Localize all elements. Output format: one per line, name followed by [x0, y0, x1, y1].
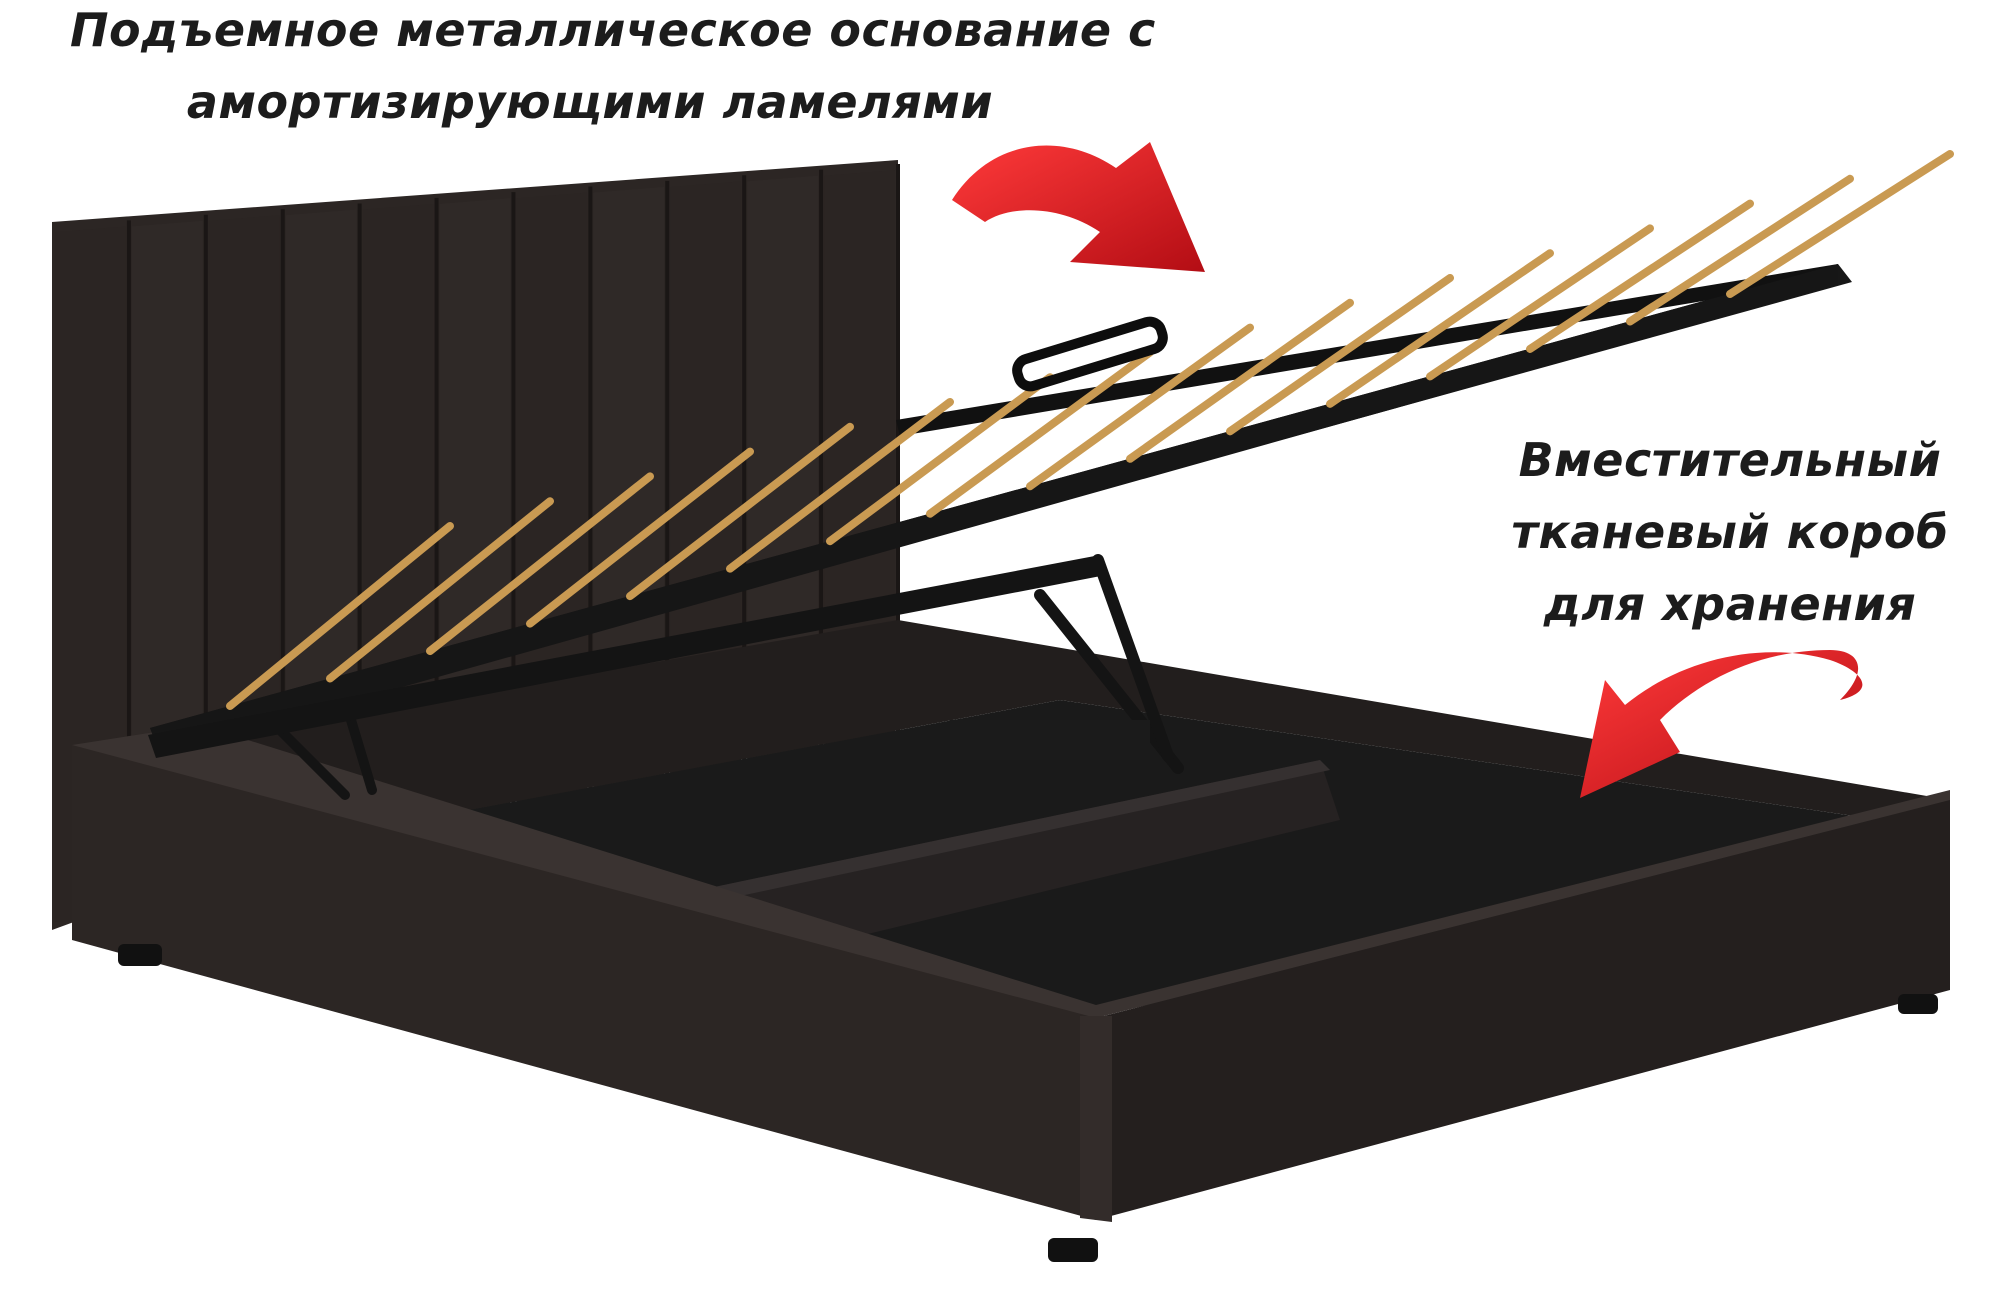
- slat: [426, 472, 654, 656]
- caption-storage-box-line2: тканевый короб: [1511, 505, 1949, 559]
- bed-leg-right: [1898, 994, 1938, 1014]
- bed-frame-corner: [1080, 1016, 1112, 1222]
- caption-lifting-base-line1: Подъемное металлическое основание с: [70, 3, 1156, 57]
- storage-box: [150, 620, 1950, 1020]
- strut-bracket: [950, 720, 1150, 760]
- slat: [1126, 298, 1354, 463]
- bed-frame: [72, 725, 1950, 1262]
- bed-leg-left: [118, 944, 162, 966]
- bed-frame-left-rail: [72, 725, 1096, 1220]
- lifting-base: [148, 150, 1954, 758]
- slat: [326, 497, 554, 683]
- slat: [1026, 323, 1254, 491]
- bed-leg-front: [1048, 1238, 1098, 1262]
- gas-strut-right-2: [1092, 554, 1174, 762]
- storage-box-divider: [700, 760, 1340, 960]
- slat: [526, 447, 754, 628]
- storage-box-back-wall: [150, 620, 1950, 860]
- slat: [626, 422, 854, 601]
- caption-storage-box-line3: для хранения: [1543, 577, 1917, 631]
- slat: [1626, 174, 1854, 326]
- arrow-to-lifting-base: [952, 142, 1205, 272]
- lifting-base-handle: [1012, 316, 1168, 392]
- caption-lifting-base-line2: амортизирующими ламелями: [186, 75, 994, 129]
- slat: [1426, 224, 1654, 381]
- slat: [726, 398, 954, 573]
- bed-frame-foot-rail-top: [1096, 790, 1950, 1018]
- slat: [1326, 249, 1554, 408]
- slats: [226, 150, 1954, 710]
- lifting-base-bottom-rail: [148, 555, 1106, 758]
- arrow-to-storage-box: [1580, 650, 1863, 798]
- slat: [1226, 274, 1454, 436]
- caption-storage-box-line1: Вместительный: [1518, 433, 1942, 487]
- slat: [1726, 150, 1954, 298]
- lifting-base-near-rail: [150, 264, 1838, 755]
- lifting-base-far-rail: [896, 264, 1838, 436]
- caption-storage-box: Вместительный тканевый короб для хранени…: [1470, 424, 1990, 640]
- gas-strut-right: [1034, 589, 1184, 774]
- caption-lifting-base: Подъемное металлическое основание с амор…: [70, 0, 1156, 138]
- bed-frame-foot-rail: [1096, 800, 1950, 1220]
- slat: [926, 348, 1154, 518]
- slat: [1526, 199, 1754, 353]
- storage-box-divider-top: [700, 760, 1330, 902]
- slat: [826, 373, 1054, 546]
- bed-frame-left-rail-top: [72, 725, 1096, 1018]
- slat: [226, 522, 454, 710]
